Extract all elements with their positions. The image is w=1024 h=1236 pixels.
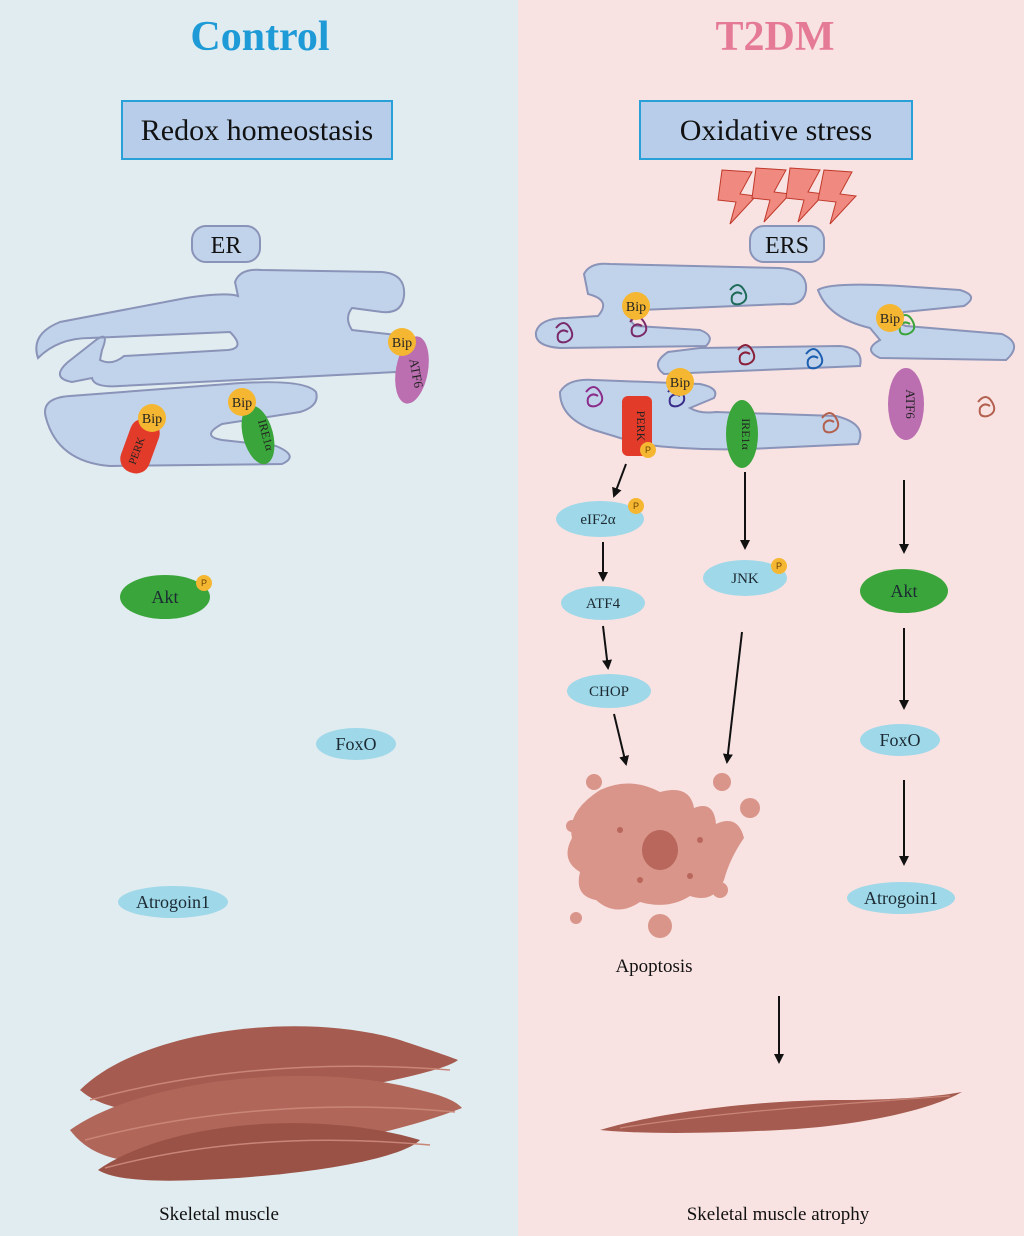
svg-text:FoxO: FoxO	[335, 734, 376, 754]
atrogoin1-node-control: Atrogoin1	[118, 886, 228, 918]
svg-text:Akt: Akt	[891, 581, 918, 601]
phospho-badge	[628, 498, 644, 514]
svg-text:ERS: ERS	[765, 233, 809, 259]
atrophied-muscle-illustration	[600, 1092, 962, 1133]
ire1a-complex-control: Bip IRE1α	[228, 388, 277, 465]
perk-ers: PERK P	[622, 396, 656, 458]
svg-text:Redox homeostasis: Redox homeostasis	[141, 114, 374, 147]
ers-label-pill: ERS	[749, 225, 825, 263]
svg-text:Akt: Akt	[152, 587, 179, 607]
bip-chaperones-ers: Bip Bip Bip	[622, 292, 904, 396]
svg-text:Bip: Bip	[626, 300, 646, 315]
svg-text:Oxidative stress: Oxidative stress	[680, 114, 872, 147]
svg-text:Bip: Bip	[142, 412, 162, 427]
svg-text:CHOP: CHOP	[589, 684, 629, 700]
skeletal-muscle-caption: Skeletal muscle	[159, 1204, 279, 1225]
bip-chaperone	[138, 404, 166, 432]
phospho-badge	[640, 442, 656, 458]
svg-text:IRE1α: IRE1α	[739, 418, 753, 450]
svg-text:P: P	[645, 445, 651, 455]
t2dm-title: T2DM	[716, 14, 835, 60]
svg-text:ATF6: ATF6	[903, 389, 918, 419]
svg-text:ER: ER	[211, 233, 242, 259]
atrogoin1-node-t2dm: Atrogoin1	[847, 882, 955, 914]
svg-text:Bip: Bip	[880, 312, 900, 327]
svg-text:FoxO: FoxO	[879, 730, 920, 750]
apoptotic-cell-illustration	[566, 773, 760, 938]
foxo-node-t2dm: FoxO	[860, 724, 940, 756]
lightning-bolt-icons	[717, 167, 858, 225]
apoptosis-label: Apoptosis	[615, 956, 692, 977]
svg-text:Atrogoin1: Atrogoin1	[136, 892, 210, 912]
atf4-node: ATF4	[561, 586, 645, 620]
pathway-arrows	[598, 463, 909, 1064]
akt-node-control: Akt P	[120, 575, 212, 619]
svg-text:Bip: Bip	[392, 336, 412, 351]
svg-text:P: P	[633, 501, 639, 511]
phospho-badge	[771, 558, 787, 574]
bip-chaperone	[228, 388, 256, 416]
svg-text:ATF6: ATF6	[406, 357, 426, 389]
ire1a-ers: IRE1α	[726, 400, 758, 468]
perk-complex-control: Bip PERK	[120, 404, 166, 474]
svg-text:ATF4: ATF4	[586, 596, 621, 612]
control-title: Control	[190, 14, 329, 60]
eif2a-node: eIF2α P	[556, 498, 644, 537]
jnk-node: JNK P	[703, 558, 787, 596]
er-label-pill: ER	[191, 225, 261, 263]
skeletal-muscle-atrophy-caption: Skeletal muscle atrophy	[687, 1204, 870, 1225]
svg-text:eIF2α: eIF2α	[580, 512, 615, 528]
svg-text:Bip: Bip	[670, 376, 690, 391]
svg-text:JNK: JNK	[731, 571, 759, 587]
oxidative-stress-box: Oxidative stress	[639, 100, 913, 160]
redox-homeostasis-box: Redox homeostasis	[121, 100, 393, 160]
svg-text:P: P	[776, 561, 782, 571]
bip-chaperone	[388, 328, 416, 356]
atf6-ers: ATF6	[888, 368, 924, 440]
atf6-complex-control: Bip ATF6	[388, 328, 429, 404]
healthy-muscle-illustration	[70, 1026, 462, 1181]
phospho-badge	[196, 575, 212, 591]
svg-text:PERK: PERK	[634, 411, 648, 442]
chop-node: CHOP	[567, 674, 651, 708]
akt-node-t2dm: Akt	[860, 569, 948, 613]
svg-text:P: P	[201, 578, 207, 588]
foxo-node-control: FoxO	[316, 728, 396, 760]
svg-text:Bip: Bip	[232, 396, 252, 411]
svg-text:Atrogoin1: Atrogoin1	[864, 888, 938, 908]
